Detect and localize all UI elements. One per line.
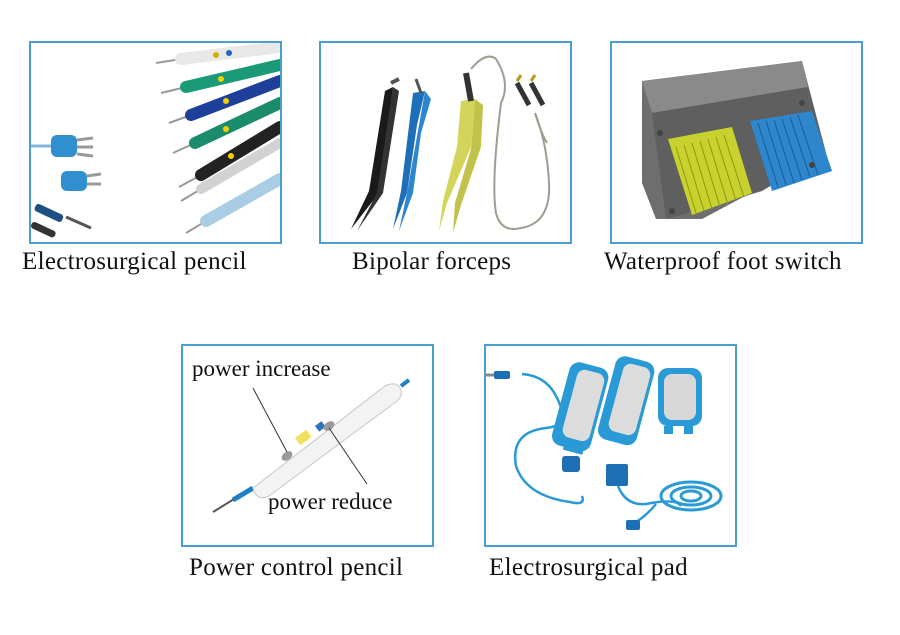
forceps-black-icon: [351, 77, 400, 231]
product-image-electrosurgical-pencil: [29, 41, 282, 244]
power-control-pencil-icon: [212, 378, 411, 513]
caption-electrosurgical-pencil: Electrosurgical pencil: [22, 248, 247, 275]
foot-switch-icon: [642, 61, 832, 219]
callout-lines: [252, 387, 368, 485]
forceps-blue-icon: [393, 78, 431, 231]
forceps-yellow-icon: [439, 55, 551, 233]
caption-waterproof-foot-switch: Waterproof foot switch: [604, 248, 842, 275]
plug-icon: [31, 135, 102, 238]
caption-bipolar-forceps: Bipolar forceps: [352, 248, 512, 275]
caption-power-control-pencil: Power control pencil: [189, 554, 404, 581]
product-image-bipolar-forceps: [319, 41, 572, 244]
callout-power-reduce: power reduce: [268, 489, 393, 514]
product-image-electrosurgical-pad: [484, 344, 737, 547]
electrosurgical-pad-icon: [486, 356, 723, 530]
caption-electrosurgical-pad: Electrosurgical pad: [489, 554, 688, 581]
product-image-power-control-pencil: [181, 344, 434, 547]
pencil-fan-icon: [155, 43, 280, 234]
callout-power-increase: power increase: [192, 356, 331, 381]
product-image-foot-switch: [610, 41, 863, 244]
